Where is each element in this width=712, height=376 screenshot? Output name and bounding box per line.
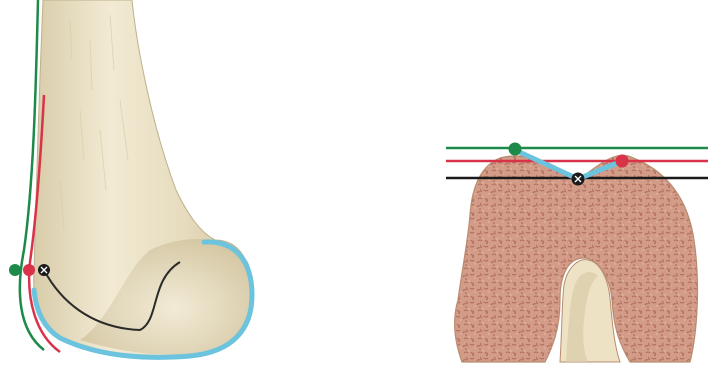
black-marker-axial xyxy=(572,173,585,186)
black-marker xyxy=(38,264,50,276)
green-marker xyxy=(9,264,21,276)
lateral-view-panel xyxy=(9,0,253,357)
axial-view-panel xyxy=(446,143,708,363)
green-marker-axial xyxy=(509,143,522,156)
red-marker xyxy=(23,264,35,276)
red-marker-axial xyxy=(616,155,629,168)
